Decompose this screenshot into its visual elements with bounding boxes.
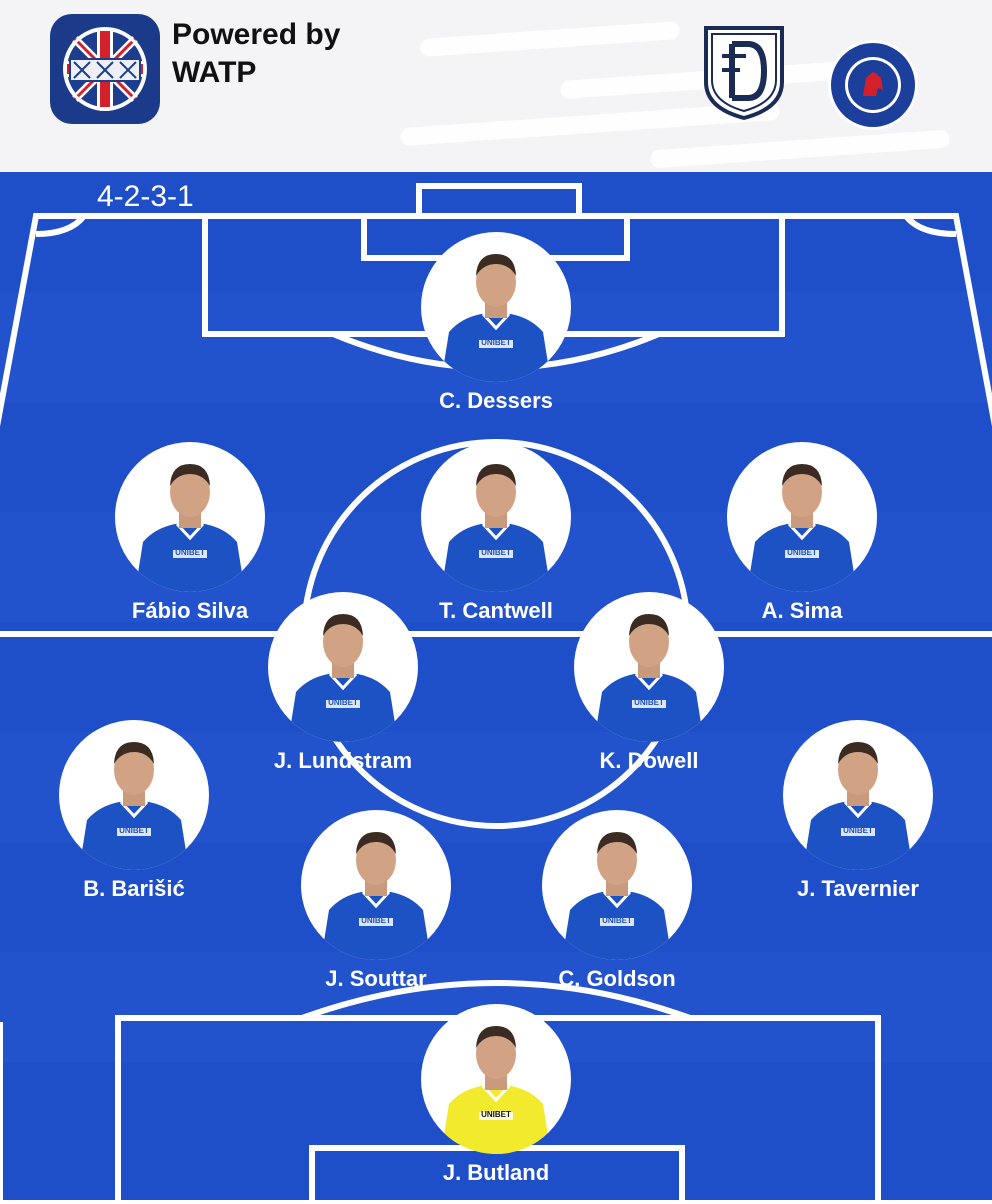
player-photo: UNIBET [421, 1004, 571, 1154]
kit-sponsor: UNIBET [175, 548, 205, 557]
kit-sponsor: UNIBET [361, 916, 391, 925]
player-photo: UNIBET [59, 720, 209, 870]
player-photo: UNIBET [421, 232, 571, 382]
player-card[interactable]: UNIBET A. Sima [712, 442, 892, 642]
kit-sponsor: UNIBET [481, 1110, 511, 1119]
player-card[interactable]: UNIBET B. Barišić [44, 720, 224, 920]
player-photo: UNIBET [115, 442, 265, 592]
player-portrait [79, 742, 189, 870]
powered-by-line: Powered by [172, 18, 341, 51]
player-photo: UNIBET [574, 592, 724, 742]
player-card[interactable]: UNIBET C. Dessers [406, 232, 586, 432]
kit-sponsor: UNIBET [481, 548, 511, 557]
player-name: J. Lundstram [273, 748, 413, 773]
player-card[interactable]: UNIBET T. Cantwell [406, 442, 586, 642]
player-card[interactable]: UNIBET J. Lundstram [253, 592, 433, 792]
rangers-fc-crest-icon [826, 38, 920, 137]
kit-sponsor: UNIBET [843, 826, 873, 835]
player-card[interactable]: UNIBET Fábio Silva [100, 442, 280, 642]
player-portrait [321, 832, 431, 960]
player-portrait [441, 464, 551, 592]
player-card[interactable]: UNIBET J. Tavernier [768, 720, 948, 920]
powered-by-text: Powered by WATP [172, 16, 340, 92]
player-name: J. Tavernier [797, 876, 919, 901]
player-portrait [441, 254, 551, 382]
player-portrait [441, 1026, 551, 1154]
player-name: J. Souttar [325, 966, 427, 991]
player-name: Fábio Silva [131, 598, 249, 623]
player-photo: UNIBET [727, 442, 877, 592]
kit-sponsor: UNIBET [481, 338, 511, 347]
player-name: K. Dowell [599, 748, 699, 773]
kit-sponsor: UNIBET [634, 698, 664, 707]
player-portrait [135, 464, 245, 592]
player-portrait [594, 614, 704, 742]
player-portrait [747, 464, 857, 592]
player-photo: UNIBET [301, 810, 451, 960]
player-photo: UNIBET [421, 442, 571, 592]
player-card[interactable]: UNIBET K. Dowell [559, 592, 739, 792]
player-card[interactable]: UNIBET C. Goldson [527, 810, 707, 1010]
player-name: A. Sima [761, 598, 843, 623]
player-portrait [803, 742, 913, 870]
player-name: B. Barišić [83, 876, 185, 901]
kit-sponsor: UNIBET [602, 916, 632, 925]
player-portrait [288, 614, 398, 742]
player-name: C. Dessers [439, 388, 553, 413]
player-card[interactable]: UNIBET J. Butland [406, 1004, 586, 1204]
kit-sponsor: UNIBET [328, 698, 358, 707]
kit-sponsor: UNIBET [119, 826, 149, 835]
powered-by-brand: WATP [172, 56, 257, 89]
dundee-fc-crest-icon [702, 22, 786, 125]
player-name: T. Cantwell [439, 598, 553, 623]
player-card[interactable]: UNIBET J. Souttar [286, 810, 466, 1010]
player-photo: UNIBET [268, 592, 418, 742]
player-photo: UNIBET [542, 810, 692, 960]
kit-sponsor: UNIBET [787, 548, 817, 557]
player-name: J. Butland [442, 1160, 550, 1185]
header-bar: Powered by WATP [0, 0, 992, 172]
formation-label: 4-2-3-1 [97, 180, 194, 213]
player-name: C. Goldson [558, 966, 676, 991]
watp-app-icon[interactable] [50, 14, 160, 124]
player-photo: UNIBET [783, 720, 933, 870]
player-portrait [562, 832, 672, 960]
